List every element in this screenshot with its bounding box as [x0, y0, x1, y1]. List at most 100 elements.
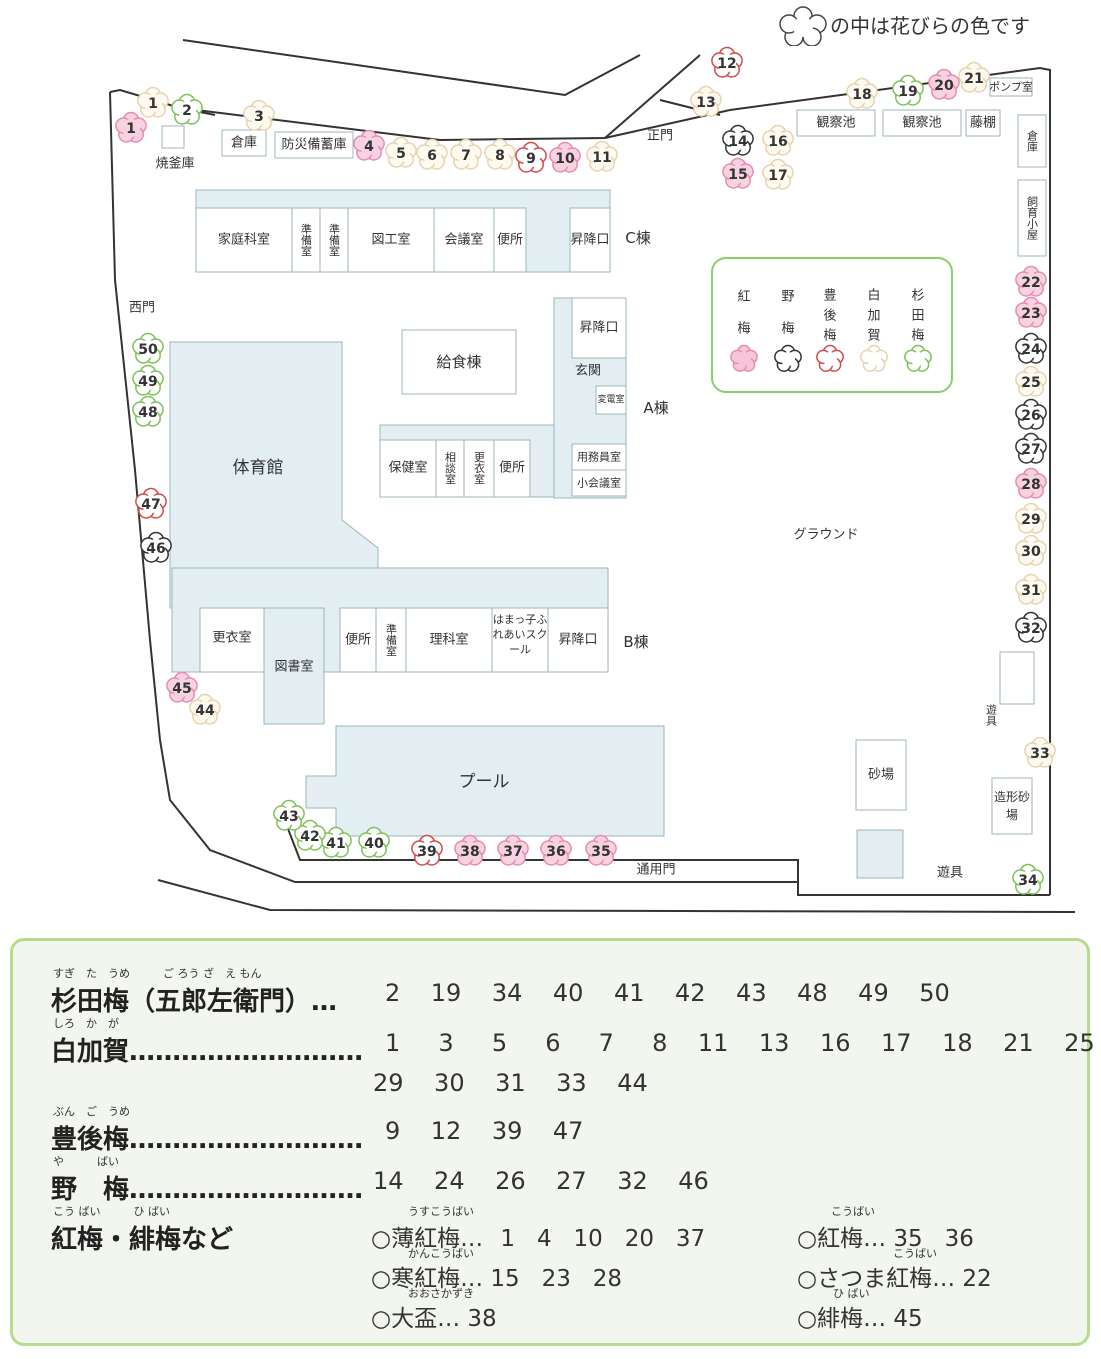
kan-label: ○寒紅梅…: [371, 1266, 484, 1292]
science-room-label: 理科室: [429, 632, 468, 648]
plum-tree-marker: 26: [1015, 398, 1047, 430]
legend-box: [711, 257, 953, 393]
tree-number: 2: [182, 103, 192, 119]
variety-list-panel: すぎ た うめ ご ろう ざ え もん 杉田梅（五郎左衛門）… 2 19 34 …: [10, 938, 1095, 1346]
play-grid: [856, 829, 904, 879]
yabai-ruby: や ばい: [53, 1155, 119, 1168]
plum-tree-marker: 4: [353, 129, 385, 161]
tree-number: 47: [141, 497, 160, 513]
nurse-room: [379, 439, 437, 498]
tree-number: 28: [1021, 477, 1040, 493]
storage-right-label: 倉庫: [1026, 129, 1039, 153]
plum-tree-marker: 14: [722, 124, 754, 156]
plum-tree-marker: 39: [411, 834, 443, 866]
entrance-b-label: 昇降口: [558, 633, 597, 648]
tree-number: 14: [728, 134, 748, 150]
locker-room-b: [199, 607, 265, 673]
after-school-label: はまっ子ふれあいスクール: [492, 613, 548, 656]
small-meeting-label: 小会議室: [577, 476, 621, 490]
kiln-house: [161, 125, 185, 149]
ousakazuki-ruby: おおさかずき: [408, 1287, 474, 1300]
tree-number: 7: [461, 148, 471, 164]
yabai-name: 野 梅………………………: [51, 1175, 364, 1205]
plum-tree-marker: 47: [135, 487, 167, 519]
plum-tree-marker: 42: [294, 819, 326, 851]
plum-tree-marker: 6: [416, 138, 448, 170]
animal-hut-label: 飼育小屋: [1026, 195, 1039, 241]
tree-number: 30: [1021, 544, 1041, 560]
a-building-label: A棟: [643, 399, 668, 417]
tree-number: 37: [503, 844, 522, 860]
b-building-label: B棟: [623, 633, 648, 651]
kiln-house-label: 焼釜庫: [155, 157, 194, 172]
legend-label-char: 白: [867, 288, 880, 304]
locker-room-a: [463, 439, 495, 498]
sandbox: [855, 739, 907, 811]
toilet-b-label: 便所: [345, 633, 371, 648]
bungo-ruby: ぶん ご うめ: [53, 1105, 130, 1118]
legend-label-char: 野: [781, 290, 794, 305]
koubai-ruby: こう ばい ひ ばい: [53, 1205, 170, 1218]
counseling-room: [435, 439, 465, 498]
prep-room-3-label: 準備室: [385, 622, 398, 656]
library-label: 図書室: [274, 659, 313, 675]
kan-ruby: かんこうばい: [408, 1247, 474, 1260]
sculpture-sandbox: [991, 777, 1033, 835]
plum-tree-marker: 24: [1015, 332, 1047, 364]
counseling-label: 相談室: [444, 451, 457, 484]
tree-number: 17: [768, 168, 787, 184]
plum-tree-marker: 38: [454, 834, 486, 866]
satsuma-item: ○さつま紅梅… 22: [797, 1259, 992, 1293]
observation-pond-2: [882, 109, 962, 137]
tree-number: 48: [138, 405, 157, 421]
locker-room-b-label: 更衣室: [212, 630, 251, 646]
main-gate-label: 正門: [647, 129, 673, 144]
prep-room-1-label: 準備室: [300, 222, 313, 256]
flower-outline-icon: [779, 6, 827, 46]
plum-tree-marker: 48: [132, 395, 164, 427]
sandbox-label: 砂場: [868, 768, 894, 783]
tree-number: 18: [852, 87, 871, 103]
legend-label-char: 梅: [911, 329, 924, 344]
ousakazuki-item: ○大盃… 38: [371, 1299, 497, 1333]
play-equipment-2-label: 遊具: [937, 866, 963, 881]
plum-tree-marker: 27: [1015, 432, 1047, 464]
plum-tree-marker: 8: [484, 138, 516, 170]
tree-number: 6: [427, 148, 437, 164]
plum-tree-marker: 9: [515, 141, 547, 173]
plum-tree-marker: 28: [1015, 467, 1047, 499]
substation-label: 変電室: [597, 393, 624, 405]
janitor-room: [571, 443, 627, 471]
science-room: [405, 607, 493, 673]
tree-number: 29: [1021, 512, 1040, 528]
plum-tree-marker: 18: [846, 77, 878, 109]
entrance-b: [547, 607, 609, 673]
nurse-room-label: 保健室: [388, 460, 427, 476]
toilet-b: [339, 607, 377, 673]
satsuma-ruby: こうばい: [893, 1247, 937, 1260]
art-room: [347, 207, 435, 273]
observation-pond-1: [796, 109, 876, 137]
plum-tree-marker: 50: [132, 332, 164, 364]
tree-number: 36: [546, 844, 565, 860]
tree-number: 19: [898, 84, 917, 100]
disaster-storage-label: 防災備蓄庫: [281, 137, 346, 153]
legend-note: の中は花びらの色です: [830, 14, 1030, 38]
front-hall-label: 玄関: [575, 364, 601, 379]
plum-tree-marker: 17: [762, 158, 794, 190]
tree-number: 1: [126, 121, 136, 137]
prep-room-3: [375, 607, 407, 673]
bungo-numbers: 9 12 39 47: [385, 1117, 584, 1145]
legend-label-char: 杉: [911, 289, 924, 304]
tree-number: 26: [1021, 408, 1040, 424]
plum-tree-marker: 35: [585, 834, 617, 866]
tree-number: 16: [768, 134, 787, 150]
sugita-ruby: すぎ た うめ ご ろう ざ え もん: [53, 967, 262, 980]
hi-numbers: 45: [893, 1306, 923, 1332]
plum-tree-marker: 31: [1015, 573, 1047, 605]
legend-label-char: 紅: [737, 290, 750, 305]
tree-number: 42: [300, 829, 319, 845]
plum-tree-marker: 5: [385, 136, 417, 168]
tree-number: 45: [172, 681, 191, 697]
